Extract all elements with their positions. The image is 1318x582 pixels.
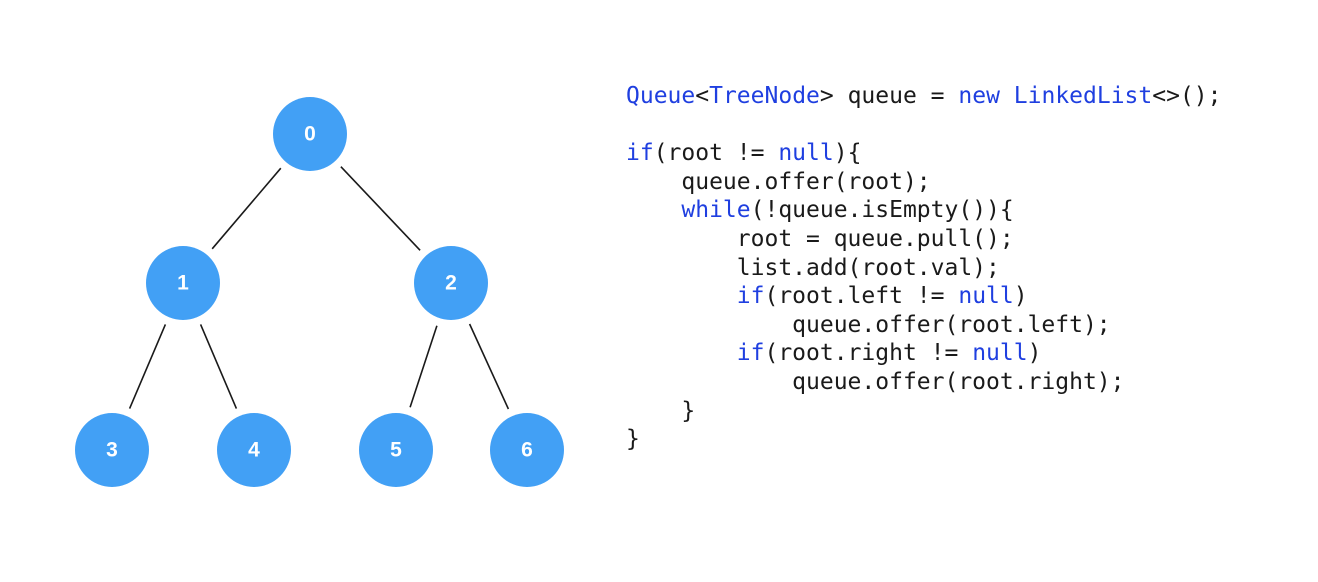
code-text — [626, 197, 681, 223]
code-text: queue.offer(root.right); — [626, 368, 1125, 395]
tree-node-5: 5 — [359, 413, 433, 487]
code-text — [626, 283, 737, 309]
code-keyword: null — [778, 140, 834, 167]
code-block: Queue<TreeNode> queue = new LinkedList<>… — [626, 82, 1222, 454]
tree-node-4: 4 — [217, 413, 291, 487]
code-text: (!queue.isEmpty()){ — [750, 197, 1014, 224]
code-text: ){ — [833, 140, 862, 167]
code-text: > queue = — [819, 83, 959, 109]
code-text: root = queue.pull(); — [626, 225, 1014, 252]
binary-tree-diagram: 0 1 2 3 4 5 6 — [75, 97, 564, 487]
code-line: } — [626, 397, 1222, 426]
code-line: if(root.right != null) — [626, 339, 1222, 368]
code-line: } — [626, 425, 1222, 454]
tree-node-circle — [75, 413, 149, 487]
tree-node-3: 3 — [75, 413, 149, 487]
tree-edge-0-1 — [211, 167, 282, 250]
code-text: } — [626, 426, 640, 453]
code-keyword: LinkedList — [1013, 83, 1153, 109]
code-line: if(root != null){ — [626, 139, 1222, 168]
tree-node-1: 1 — [146, 246, 220, 320]
code-keyword: if — [736, 340, 765, 367]
code-keyword: if — [736, 283, 765, 310]
code-line: Queue<TreeNode> queue = new LinkedList<>… — [626, 82, 1222, 111]
code-text: ) — [1027, 340, 1042, 367]
code-keyword: TreeNode — [709, 83, 820, 109]
tree-edge-1-3 — [128, 324, 167, 409]
code-text: (root != — [653, 140, 779, 167]
code-text: queue.offer(root.left); — [626, 311, 1111, 338]
code-keyword: new — [958, 83, 1000, 109]
tree-edge-0-2 — [340, 166, 421, 251]
code-text: ) — [1013, 283, 1028, 310]
code-keyword: while — [681, 197, 751, 224]
code-line: queue.offer(root); — [626, 168, 1222, 197]
tree-node-circle — [359, 413, 433, 487]
tree-node-label: 2 — [445, 272, 457, 295]
tree-node-label: 5 — [390, 439, 402, 462]
code-keyword: Queue — [626, 83, 696, 109]
code-keyword: if — [626, 140, 654, 167]
tree-nodes: 0 1 2 3 4 5 6 — [75, 97, 564, 487]
tree-node-label: 4 — [248, 439, 260, 462]
code-line: root = queue.pull(); — [626, 225, 1222, 254]
code-line — [626, 111, 1222, 140]
tree-node-label: 1 — [177, 272, 189, 295]
code-keyword: null — [972, 340, 1028, 367]
tree-edge-1-4 — [199, 324, 238, 409]
code-text: queue.offer(root); — [626, 168, 931, 195]
tree-node-label: 6 — [521, 439, 533, 462]
code-keyword: null — [958, 283, 1014, 310]
code-line: queue.offer(root.left); — [626, 311, 1222, 340]
code-line: queue.offer(root.right); — [626, 368, 1222, 397]
tree-node-label: 3 — [106, 439, 118, 462]
tree-edge-2-6 — [468, 323, 510, 410]
code-line: if(root.left != null) — [626, 282, 1222, 311]
tree-node-circle — [273, 97, 347, 171]
tree-node-circle — [490, 413, 564, 487]
code-text: < — [695, 83, 710, 109]
tree-node-label: 0 — [304, 123, 316, 146]
code-text — [1000, 83, 1014, 109]
tree-node-circle — [414, 246, 488, 320]
code-text: (root.left != — [764, 283, 959, 310]
code-text: <>(); — [1152, 83, 1222, 109]
tree-edge-2-5 — [409, 325, 438, 408]
code-line: list.add(root.val); — [626, 254, 1222, 283]
tree-edges — [128, 166, 510, 410]
tree-node-6: 6 — [490, 413, 564, 487]
code-text — [626, 340, 737, 366]
tree-node-0: 0 — [273, 97, 347, 171]
tree-node-circle — [217, 413, 291, 487]
code-text: (root.right != — [764, 340, 973, 367]
code-text: list.add(root.val); — [626, 254, 1000, 281]
code-line: while(!queue.isEmpty()){ — [626, 196, 1222, 225]
tree-node-circle — [146, 246, 220, 320]
code-text: } — [626, 397, 696, 424]
tree-node-2: 2 — [414, 246, 488, 320]
